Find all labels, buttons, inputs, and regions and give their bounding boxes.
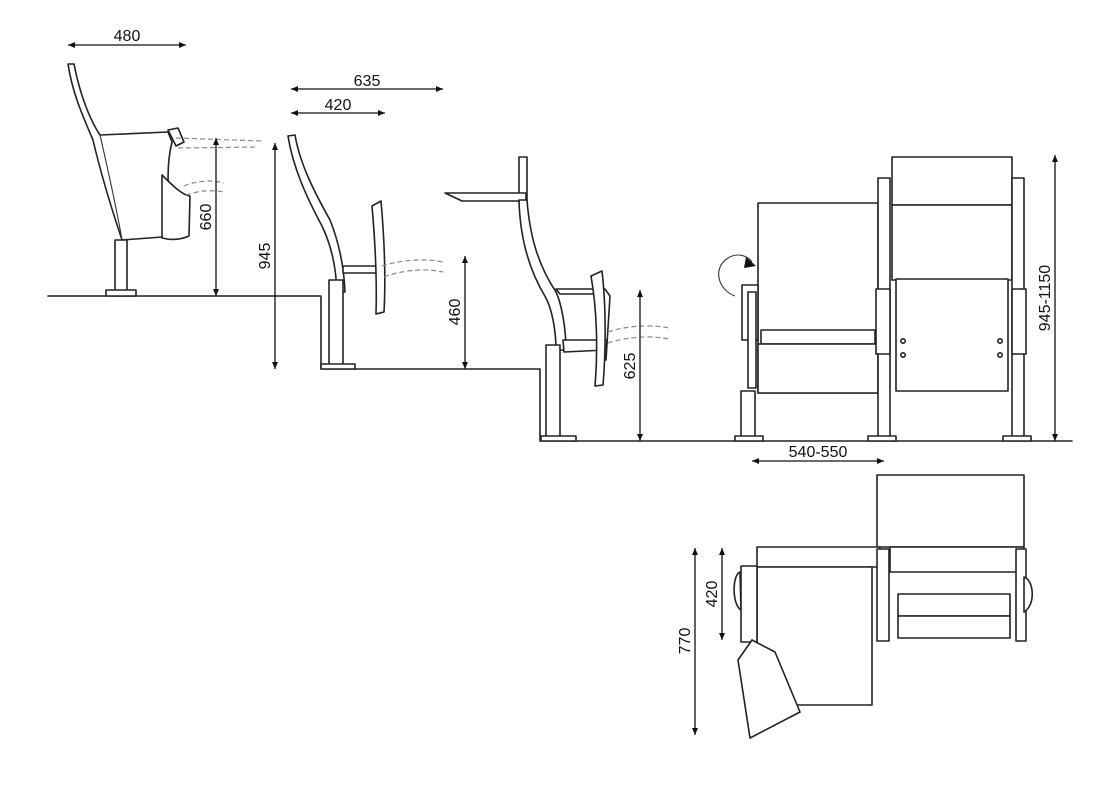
- dim-label-945-1150: 945-1150: [1037, 265, 1054, 332]
- dim-label-420-plan: 420: [704, 581, 721, 608]
- chair-side-view-unfolded: [287, 134, 444, 370]
- chair-side-view-folded: [67, 63, 263, 297]
- dim-label-540-550: 540-550: [789, 444, 848, 461]
- dim-label-635: 635: [354, 73, 381, 90]
- chair-plan-view: [733, 474, 1034, 739]
- dim-label-625: 625: [622, 353, 639, 380]
- dim-label-420-top: 420: [325, 97, 352, 114]
- dim-label-660: 660: [198, 204, 215, 231]
- dim-label-770: 770: [677, 628, 694, 655]
- chair-side-view-with-tablet: [444, 156, 670, 442]
- dim-label-945: 945: [257, 243, 274, 270]
- dim-label-460: 460: [447, 299, 464, 326]
- dim-label-480: 480: [114, 28, 141, 45]
- chair-front-elevation: [718, 156, 1032, 442]
